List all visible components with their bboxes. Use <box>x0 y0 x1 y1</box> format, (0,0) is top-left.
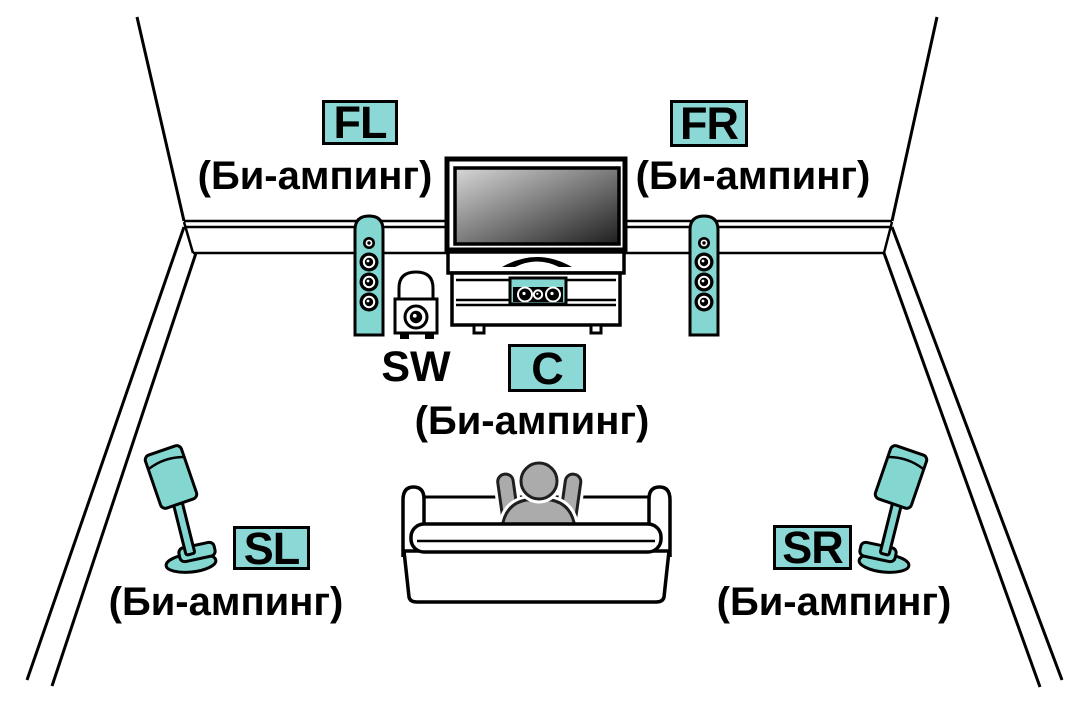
floor-edges <box>25 226 1064 688</box>
label-box-front-left: FL <box>322 100 398 145</box>
sofa-seat-cushion <box>409 522 663 554</box>
center-speaker <box>508 276 568 306</box>
sofa <box>401 458 672 604</box>
listener-person <box>493 458 586 533</box>
surround-right-speaker <box>857 444 929 574</box>
caption-bi-amp-surround-left: (Би-ампинг) <box>108 580 344 624</box>
sofa-arm-left <box>401 485 426 557</box>
caption-bi-amp-center: (Би-ампинг) <box>414 399 650 443</box>
label-box-surround-right: SR <box>773 525 852 570</box>
label-box-front-right: FR <box>670 100 748 147</box>
label-box-center: C <box>508 344 586 392</box>
caption-bi-amp-surround-right: (Би-ампинг) <box>716 580 952 624</box>
front-right-tower-speaker <box>688 214 720 337</box>
caption-bi-amp-front-right: (Би-ампинг) <box>635 154 871 198</box>
tv <box>444 156 628 267</box>
subwoofer <box>393 270 439 339</box>
surround-left-speaker <box>143 444 218 574</box>
label-subwoofer: SW <box>381 343 451 391</box>
sofa-arm-right <box>647 485 672 557</box>
person-head <box>519 461 559 501</box>
label-box-surround-left: SL <box>233 526 310 571</box>
tv-screen <box>453 166 621 246</box>
front-left-tower-speaker <box>353 214 385 337</box>
sofa-base <box>402 549 671 604</box>
caption-bi-amp-front-left: (Би-ампинг) <box>197 154 433 198</box>
